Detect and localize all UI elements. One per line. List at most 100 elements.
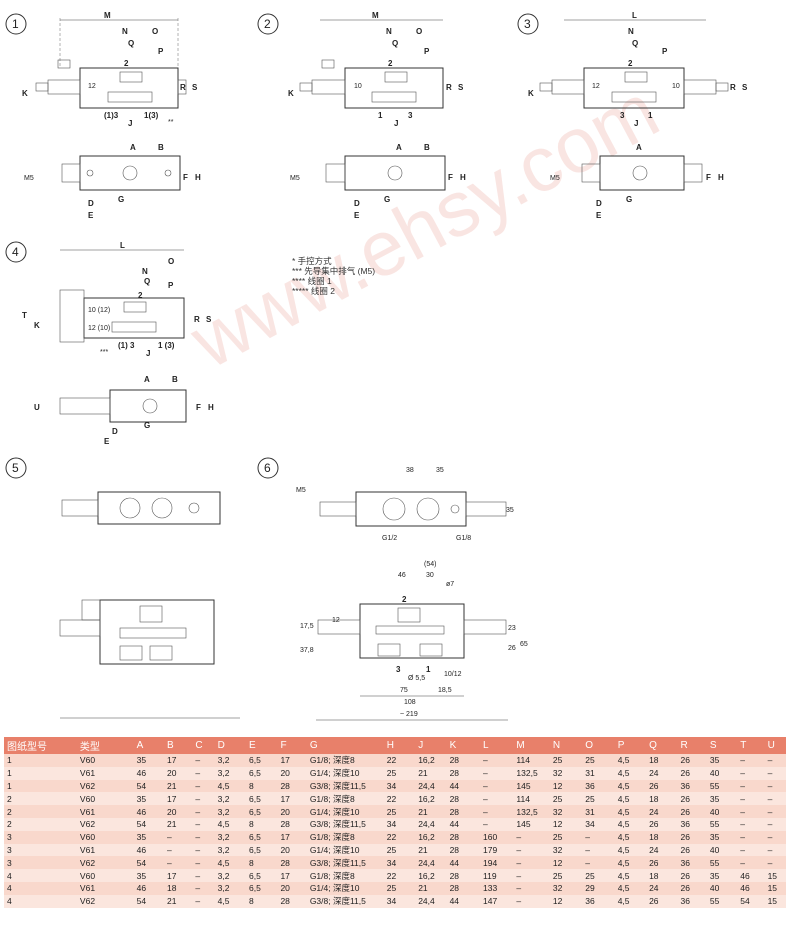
dim-G: G	[626, 195, 632, 204]
table-cell: –	[513, 843, 550, 857]
dim-N: N	[386, 27, 392, 36]
dim-G: G	[384, 195, 390, 204]
table-cell: –	[480, 817, 514, 831]
table-cell: –	[513, 894, 550, 908]
table-cell: 36	[582, 894, 615, 908]
table-cell: –	[192, 766, 215, 780]
table-cell: 6,5	[246, 869, 278, 882]
table-cell: 28	[446, 766, 480, 780]
table-cell: 8	[246, 779, 278, 793]
port-1-3b: 1(3)	[144, 111, 159, 120]
table-cell: 46	[737, 881, 765, 895]
table-cell: 20	[277, 805, 307, 818]
table-cell: 35	[706, 869, 738, 882]
table-cell: 12	[549, 779, 583, 793]
table-cell: 36	[677, 856, 707, 870]
table-cell: 54	[133, 779, 165, 793]
table-cell: 24,4	[415, 817, 447, 831]
column-header: J	[415, 737, 447, 754]
dim-d5-5: Ø 5,5	[408, 675, 425, 682]
dim-35: 35	[436, 467, 444, 474]
table-cell: 25	[582, 792, 615, 806]
table-cell: 4	[4, 881, 77, 895]
table-cell: 12	[549, 894, 583, 908]
table-cell: 40	[706, 766, 738, 780]
table-cell: V62	[76, 856, 134, 870]
table-cell: 32	[549, 766, 583, 780]
table-cell: 4,5	[614, 894, 647, 908]
table-cell: 3	[4, 856, 77, 870]
column-header: H	[383, 737, 416, 754]
dim-F: F	[448, 173, 453, 182]
table-cell: 4,5	[614, 805, 647, 818]
column-header: C	[192, 737, 215, 754]
port-10-12: 10 (12)	[88, 307, 110, 314]
column-header: A	[133, 737, 165, 754]
table-cell: 28	[446, 881, 480, 895]
dim-23: 23	[508, 625, 516, 632]
table-cell: –	[764, 779, 786, 793]
table-cell: 26	[677, 766, 707, 780]
dim-K: K	[528, 89, 534, 98]
table-cell: 26	[646, 817, 678, 831]
dim-A: A	[396, 143, 402, 152]
port-12: 12	[592, 83, 600, 90]
column-header: O	[582, 737, 615, 754]
table-cell: –	[192, 830, 215, 844]
dim-S: S	[742, 83, 748, 92]
table-cell: –	[192, 754, 215, 767]
table-cell: 16,2	[415, 754, 447, 767]
dim-D: D	[112, 427, 118, 436]
table-cell: 24,4	[415, 779, 447, 793]
table-cell: 4,5	[614, 754, 647, 767]
table-cell: 22	[383, 754, 416, 767]
dim-37-8: 37,8	[300, 647, 314, 654]
table-cell: 44	[446, 856, 480, 870]
column-header: Q	[646, 737, 678, 754]
column-header: U	[764, 737, 786, 754]
table-cell: G1/4; 深度10	[306, 881, 384, 895]
table-cell: 4,5	[614, 869, 647, 882]
table-cell: V60	[76, 754, 134, 767]
table-cell: –	[764, 805, 786, 818]
dim-M5: M5	[290, 175, 300, 182]
column-header: 类型	[76, 737, 134, 754]
dim-38: 38	[406, 467, 414, 474]
table-cell: 2	[4, 792, 77, 806]
table-cell: 3,2	[214, 766, 247, 780]
dim-L: L	[632, 11, 637, 20]
table-cell: 4,5	[614, 766, 647, 780]
table-cell: –	[582, 830, 615, 844]
dim-Q: Q	[128, 39, 134, 48]
table-cell: 32	[549, 881, 583, 895]
table-cell: –	[513, 869, 550, 882]
table-cell: G1/8; 深度8	[306, 792, 384, 806]
table-cell: 20	[277, 843, 307, 857]
table-cell: 31	[582, 805, 615, 818]
dim-Q: Q	[632, 39, 638, 48]
table-cell: G3/8; 深度11,5	[306, 856, 384, 870]
dim-R: R	[194, 315, 200, 324]
table-cell: 22	[383, 869, 416, 882]
dim-L: L	[120, 241, 125, 250]
table-cell: –	[513, 856, 550, 870]
table-cell: 1	[4, 754, 77, 767]
table-cell: 54	[133, 856, 165, 870]
dim-D: D	[596, 199, 602, 208]
table-cell: 16,2	[415, 869, 447, 882]
table-cell: –	[764, 843, 786, 857]
port-1: 1	[378, 111, 383, 120]
table-cell: –	[737, 766, 765, 780]
table-cell: 6,5	[246, 792, 278, 806]
table-cell: 132,5	[513, 766, 550, 780]
table-cell: 12	[549, 817, 583, 831]
dim-108: 108	[404, 699, 416, 706]
table-cell: 4,5	[614, 881, 647, 895]
column-header: K	[446, 737, 480, 754]
table-cell: 119	[480, 869, 514, 882]
